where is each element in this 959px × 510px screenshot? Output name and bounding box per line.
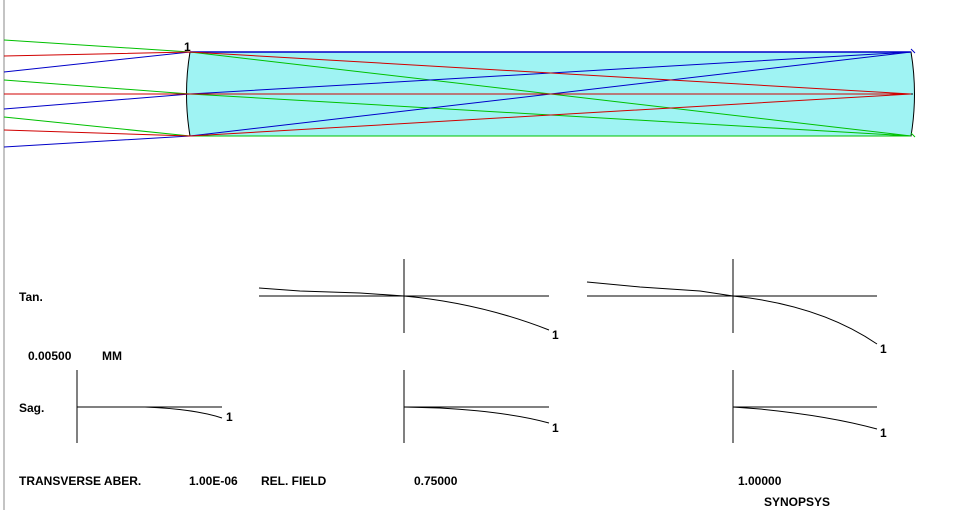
tan-curve-1.00 <box>586 281 878 345</box>
tan-curve-label: 1 <box>880 342 887 356</box>
field-value-0.75: 0.75000 <box>414 474 458 488</box>
ray-red-top <box>3 51 912 95</box>
sag-curve-label: 1 <box>880 426 887 440</box>
tan-curve-0.75 <box>258 287 550 331</box>
ray-trace <box>3 39 912 148</box>
tan-label: Tan. <box>19 290 43 304</box>
sag-label: Sag. <box>19 401 44 415</box>
sag-curve-1.00 <box>732 406 878 430</box>
tan-plot-field-0.75: 1 <box>258 259 559 342</box>
sag-curve-0 <box>77 406 223 419</box>
field-value-1.00: 1.00000 <box>738 474 782 488</box>
sag-curve-0.75 <box>403 406 550 424</box>
rel-field-label: REL. FIELD <box>261 474 327 488</box>
sag-plot-field-0: 1 <box>76 370 233 443</box>
sag-plot-field-0.75: 1 <box>403 370 559 443</box>
scale-value: 0.00500 <box>28 349 72 363</box>
tan-curve-label: 1 <box>552 328 559 342</box>
sag-curve-label: 1 <box>552 421 559 435</box>
scale-unit: MM <box>102 349 122 363</box>
tan-plot-field-1.00: 1 <box>586 259 887 356</box>
surface-number-label: 1 <box>184 40 191 54</box>
image-mark-top <box>910 48 916 54</box>
sag-curve-label: 1 <box>226 410 233 424</box>
sag-plot-field-1.00: 1 <box>732 370 887 443</box>
image-mark-bottom <box>910 132 916 138</box>
footer-title: TRANSVERSE ABER. <box>19 474 141 488</box>
brand-label: SYNOPSYS <box>764 495 830 509</box>
wavelength-value: 1.00E-06 <box>189 474 238 488</box>
ray-red-low <box>3 93 912 137</box>
